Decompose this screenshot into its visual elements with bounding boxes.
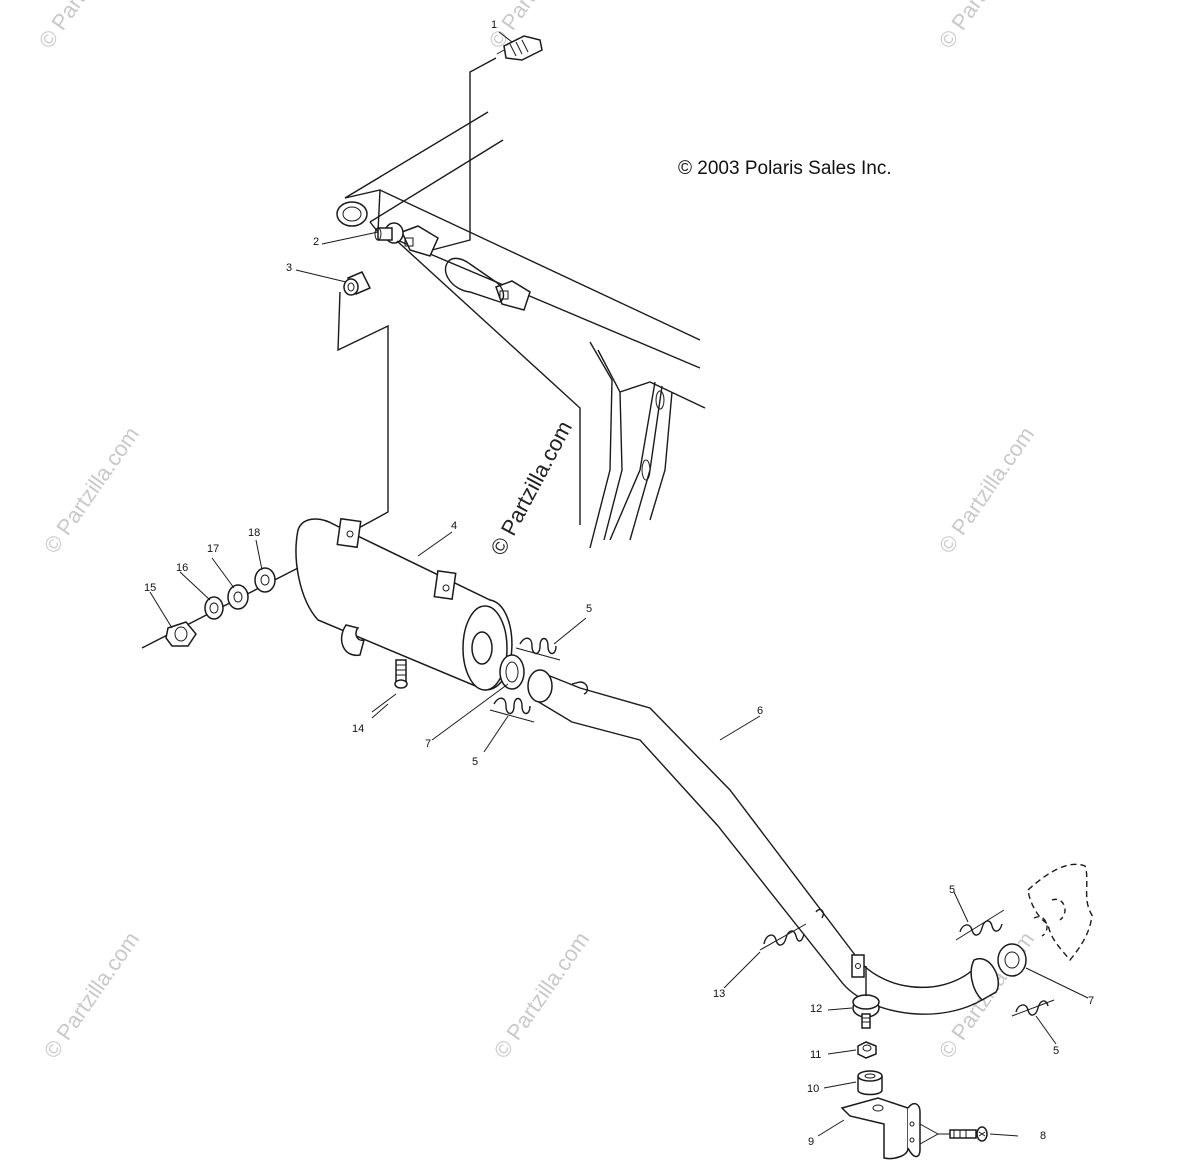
gasket-part-7-left	[499, 654, 525, 690]
spring-part-5-right-upper	[955, 909, 1005, 941]
callout-16: 16	[176, 562, 188, 574]
callout-4: 4	[451, 520, 457, 532]
callout-1: 1	[491, 19, 497, 31]
callout-15: 15	[144, 582, 156, 594]
watermark-top-right: © Partzilla.com	[934, 0, 1040, 53]
bushing-part-3	[343, 271, 372, 296]
frame-leader-line	[396, 240, 581, 525]
spring-part-13	[759, 908, 825, 951]
copyright-text: © 2003 Polaris Sales Inc.	[678, 158, 892, 179]
bolt-part-8	[919, 1123, 988, 1145]
callout-12: 12	[810, 1003, 822, 1015]
callout-13: 13	[713, 988, 725, 1000]
engine-outline-dashed	[1027, 863, 1093, 962]
callout-11: 11	[810, 1049, 821, 1061]
spring-part-5-right-lower	[1011, 999, 1055, 1017]
washer-part-16	[204, 596, 224, 620]
callout-8: 8	[1040, 1130, 1046, 1142]
callout-10: 10	[807, 1083, 819, 1095]
callout-3: 3	[286, 262, 292, 274]
nut-part-11	[857, 1041, 877, 1059]
callout-2: 2	[313, 236, 319, 248]
watermark-mid-left: © Partzilla.com	[39, 422, 145, 558]
bolt-part-1	[431, 35, 543, 251]
callout-5-right-lower: 5	[1053, 1045, 1059, 1057]
spring-part-5-upper	[515, 637, 561, 661]
bolt-part-14	[371, 659, 408, 713]
callout-6: 6	[757, 705, 763, 717]
spring-part-5-lower	[489, 697, 535, 723]
gasket-part-7-right	[997, 943, 1027, 977]
exhaust-pipe-part-6	[527, 669, 999, 1015]
callout-7-right: 7	[1088, 995, 1094, 1007]
frame	[336, 111, 706, 549]
watermark-center: © Partzilla.com	[485, 417, 577, 560]
callout-5-right-upper: 5	[949, 884, 955, 896]
watermark-bot-left: © Partzilla.com	[39, 927, 145, 1063]
mount-leader-line	[337, 291, 389, 531]
washer-part-18	[254, 567, 276, 593]
callout-5-lower: 5	[472, 756, 478, 768]
callout-17: 17	[207, 543, 219, 555]
watermark-mid-right: © Partzilla.com	[934, 422, 1040, 558]
grommet-part-2	[374, 222, 404, 244]
callout-labels: 1 2 3 4 5 5 5 5 6 7 7 8 9 10 11 12 13 14…	[144, 19, 1094, 1148]
washer-part-17	[227, 584, 249, 610]
watermark-bot-mid: © Partzilla.com	[489, 927, 595, 1063]
watermark-top-left: © Partzilla.com	[34, 0, 140, 53]
spacer-part-10	[857, 1070, 883, 1096]
callout-7-left: 7	[425, 738, 431, 750]
leader-lines	[149, 31, 1089, 1137]
callout-18: 18	[248, 527, 260, 539]
callout-9: 9	[808, 1136, 814, 1148]
callout-14: 14	[352, 723, 364, 735]
nut-part-15	[165, 621, 197, 647]
bracket-part-9	[840, 1097, 921, 1160]
callout-5-upper: 5	[586, 603, 592, 615]
rubber-mount-part-12	[852, 994, 880, 1029]
